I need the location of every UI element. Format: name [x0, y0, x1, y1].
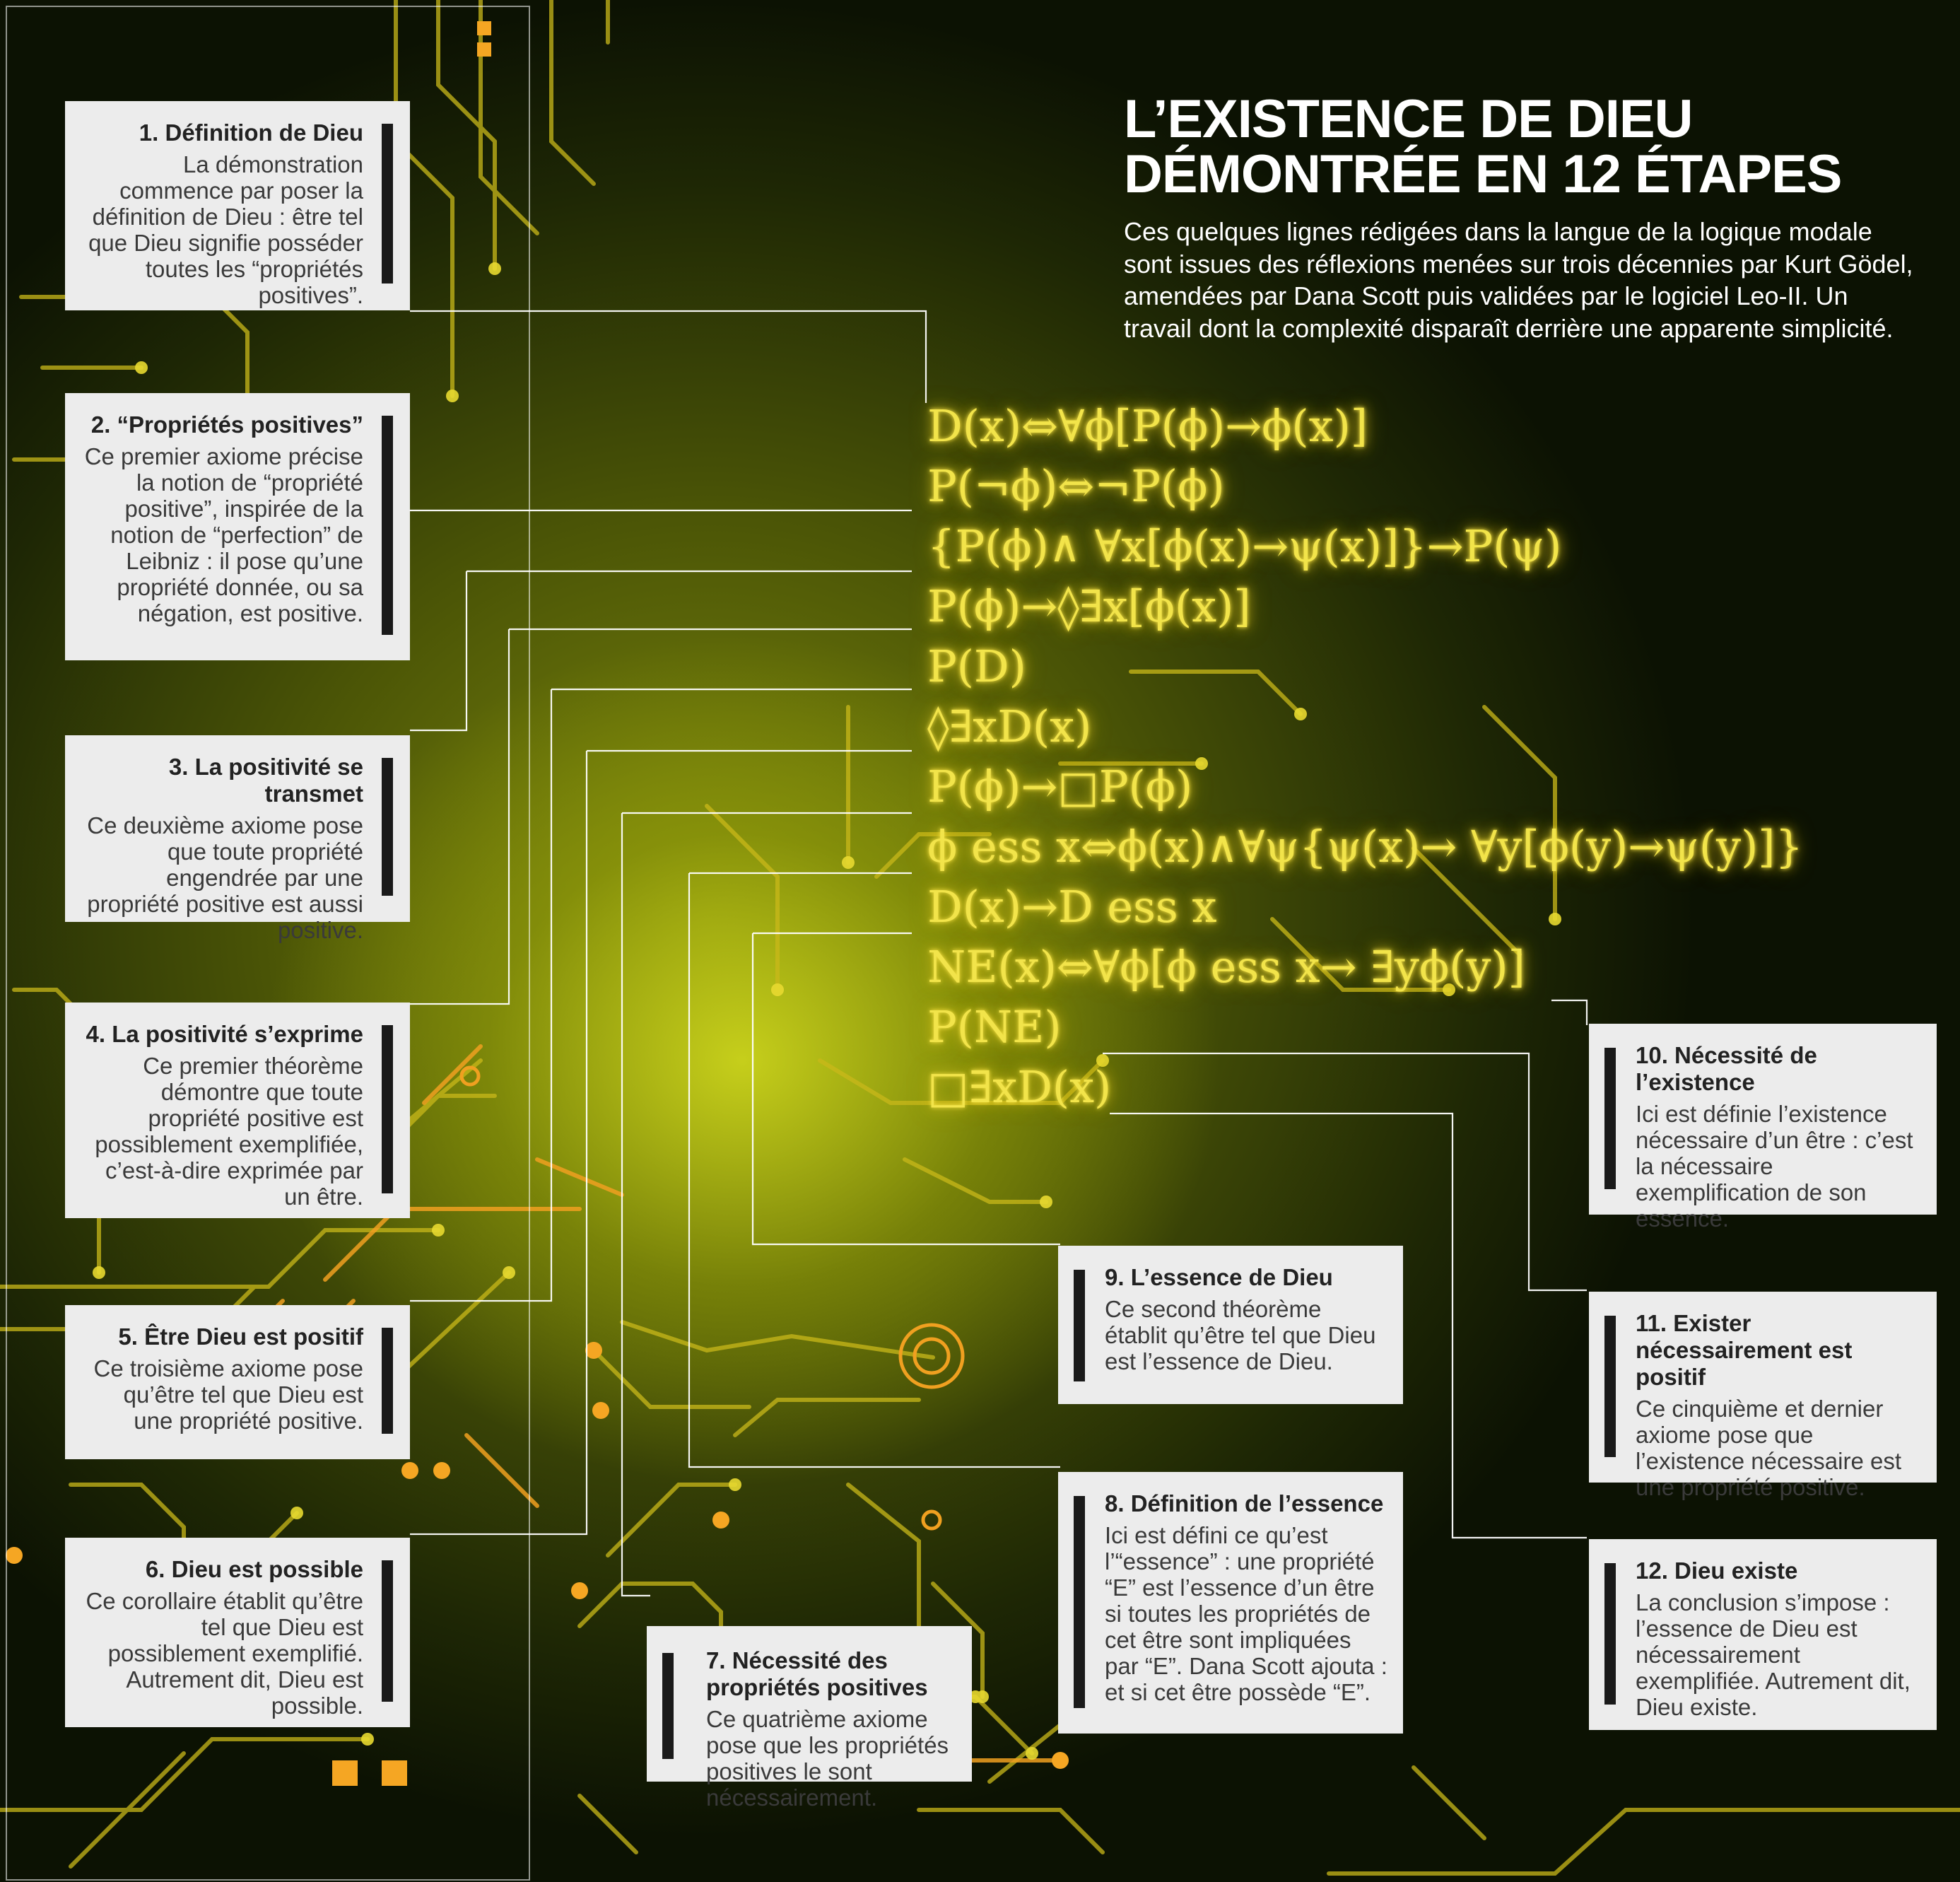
- step-bar: [662, 1653, 674, 1759]
- step-title: 12. Dieu existe: [1636, 1557, 1798, 1584]
- formula-5: P(D): [927, 641, 1026, 692]
- step-bar: [382, 1328, 393, 1434]
- title-line-1: L’EXISTENCE DE DIEU: [1124, 89, 1694, 149]
- formula-1: D(x)⇔∀ϕ[P(ϕ)→ϕ(x)]: [927, 400, 1368, 452]
- step-text: La conclusion s’impose : l’essence de Di…: [1636, 1589, 1911, 1720]
- formula-7: P(ϕ)→□P(ϕ): [927, 761, 1193, 812]
- step-box-12: 12. Dieu existe La conclusion s’impose :…: [1589, 1539, 1937, 1730]
- step-title: 9. L’essence de Dieu: [1105, 1264, 1333, 1290]
- step-text: Ce premier théorème démontre que toute p…: [95, 1052, 363, 1210]
- formula-3: {P(ϕ)∧ ∀x[ϕ(x)→ψ(x)]}→P(ψ): [927, 520, 1562, 572]
- step-box-8: 8. Définition de l’essence Ici est défin…: [1058, 1472, 1403, 1734]
- step-title: 2. “Propriétés positives”: [90, 411, 363, 438]
- step-title: 3. La positivité se transmet: [168, 754, 363, 807]
- step-box-4: 4. La positivité s’exprime Ce premier th…: [65, 1003, 410, 1218]
- formula-11: P(NE): [927, 1001, 1062, 1053]
- step-title: 11. Exister nécessairement est positif: [1636, 1310, 1853, 1390]
- formula-8: ϕ ess x⇔ϕ(x)∧∀ψ{ψ(x)→ ∀y[ϕ(y)→ψ(y)]}: [927, 821, 1803, 872]
- step-bar: [382, 124, 393, 284]
- step-bar: [1604, 1563, 1616, 1705]
- step-box-11: 11. Exister nécessairement est positif C…: [1589, 1292, 1937, 1500]
- formula-9: D(x)→D ess x: [927, 881, 1217, 933]
- formula-12: □∃xD(x): [927, 1061, 1112, 1113]
- step-title: 8. Définition de l’essence: [1105, 1490, 1384, 1516]
- step-text: Ce premier axiome précise la notion de “…: [84, 443, 363, 626]
- step-box-9: 9. L’essence de Dieu Ce second théorème …: [1058, 1246, 1403, 1404]
- step-bar: [1604, 1316, 1616, 1457]
- page-title: L’EXISTENCE DE DIEU DÉMONTRÉE EN 12 ÉTAP…: [1124, 89, 1842, 205]
- step-bar: [382, 758, 393, 896]
- step-box-3: 3. La positivité se transmet Ce deuxième…: [65, 735, 410, 943]
- formula-4: P(ϕ)→◊∃x[ϕ(x)]: [927, 580, 1251, 632]
- step-text: Ce second théorème établit qu’être tel q…: [1105, 1295, 1376, 1374]
- title-line-2: DÉMONTRÉE EN 12 ÉTAPES: [1124, 144, 1842, 205]
- formula-6: ◊∃xD(x): [927, 701, 1092, 752]
- step-text: Ce deuxième axiome pose que toute propri…: [87, 812, 363, 943]
- step-bar: [1074, 1496, 1085, 1708]
- step-text: Ce corollaire établit qu’être tel que Di…: [86, 1587, 363, 1719]
- step-text: Ce troisième axiome pose qu’être tel que…: [93, 1355, 364, 1434]
- step-box-10: 10. Nécessité de l’existence Ici est déf…: [1589, 1024, 1937, 1232]
- step-box-5: 5. Être Dieu est positif Ce troisième ax…: [65, 1305, 410, 1459]
- step-box-7: 7. Nécessité des propriétés positives Ce…: [647, 1626, 972, 1811]
- step-title: 1. Définition de Dieu: [139, 119, 363, 146]
- step-bar: [382, 416, 393, 635]
- step-title: 7. Nécessité des propriétés positives: [706, 1647, 928, 1700]
- step-bar: [1074, 1270, 1085, 1381]
- step-text: Ici est défini ce qu’est l’“essence” : u…: [1105, 1521, 1387, 1705]
- formula-10: NE(x)⇔∀ϕ[ϕ ess x→ ∃yϕ(y)]: [927, 941, 1525, 993]
- step-bar: [382, 1560, 393, 1702]
- formula-list: D(x)⇔∀ϕ[P(ϕ)→ϕ(x)] P(¬ϕ)⇔¬P(ϕ) {P(ϕ)∧ ∀x…: [927, 396, 1803, 1117]
- step-title: 5. Être Dieu est positif: [118, 1323, 363, 1350]
- step-bar: [1604, 1048, 1616, 1189]
- step-box-6: 6. Dieu est possible Ce corollaire établ…: [65, 1538, 410, 1727]
- step-title: 4. La positivité s’exprime: [86, 1021, 364, 1047]
- intro-text: Ces quelques lignes rédigées dans la lan…: [1124, 217, 1913, 344]
- step-text: Ce cinquième et dernier axiome pose que …: [1636, 1395, 1902, 1500]
- step-box-1: 1. Définition de Dieu La démonstration c…: [65, 101, 410, 310]
- step-box-2: 2. “Propriétés positives” Ce premier axi…: [65, 393, 410, 660]
- step-text: Ce quatrième axiome pose que les proprié…: [706, 1705, 949, 1811]
- step-title: 6. Dieu est possible: [145, 1556, 363, 1582]
- step-title: 10. Nécessité de l’existence: [1636, 1042, 1817, 1095]
- formula-2: P(¬ϕ)⇔¬P(ϕ): [927, 460, 1225, 512]
- step-bar: [382, 1025, 393, 1193]
- left-panel-frame: [6, 6, 530, 1881]
- step-text: La démonstration commence par poser la d…: [88, 151, 363, 308]
- step-text: Ici est définie l’existence nécessaire d…: [1636, 1100, 1913, 1232]
